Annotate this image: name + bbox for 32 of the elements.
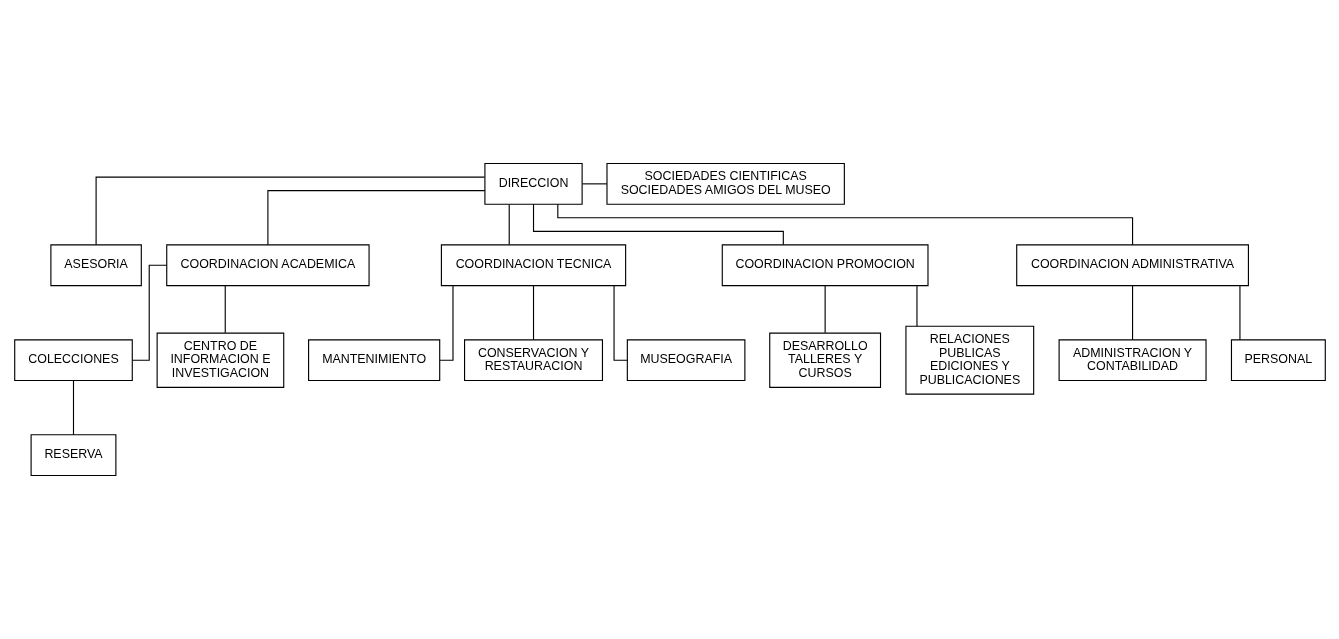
- node-box: DIRECCION: [483, 162, 583, 205]
- connector: [532, 285, 534, 341]
- node-box: COLECCIONES: [13, 339, 133, 382]
- connector: [613, 285, 628, 361]
- node-box: MANTENIMIENTO: [307, 339, 440, 382]
- connector: [72, 380, 74, 436]
- node-box: MUSEOGRAFIA: [626, 339, 745, 382]
- node-box: RELACIONES PUBLICAS EDICIONES Y PUBLICACIONES: [904, 325, 1034, 395]
- connector: [224, 285, 226, 334]
- connector: [438, 285, 454, 361]
- node-box: COORDINACION TECNICA: [440, 244, 626, 287]
- node-box: ADMINISTRACION Y CONTABILIDAD: [1058, 339, 1207, 382]
- connector: [532, 203, 784, 246]
- connector: [1131, 285, 1133, 341]
- connector: [1238, 285, 1240, 341]
- connector: [581, 183, 607, 185]
- node-box: RESERVA: [30, 434, 116, 477]
- connector: [266, 190, 485, 246]
- connector: [824, 285, 826, 334]
- node-box: CENTRO DE INFORMACION E INVESTIGACION: [156, 332, 284, 388]
- node-box: SOCIEDADES CIENTIFICAS SOCIEDADES AMIGOS DEL MUSEO: [605, 162, 845, 205]
- node-box: ASESORIA: [49, 244, 142, 287]
- node-box: COORDINACION ACADEMICA: [165, 244, 370, 287]
- node-box: CONSERVACION Y RESTAURACION: [463, 339, 603, 382]
- connector: [556, 203, 1133, 246]
- connector: [508, 203, 510, 245]
- connector: [915, 285, 918, 327]
- node-box: PERSONAL: [1230, 339, 1326, 382]
- node-box: COORDINACION PROMOCION: [721, 244, 929, 287]
- connector: [95, 176, 485, 246]
- node-box: DESARROLLO TALLERES Y CURSOS: [768, 332, 881, 388]
- node-box: COORDINACION ADMINISTRATIVA: [1015, 244, 1249, 287]
